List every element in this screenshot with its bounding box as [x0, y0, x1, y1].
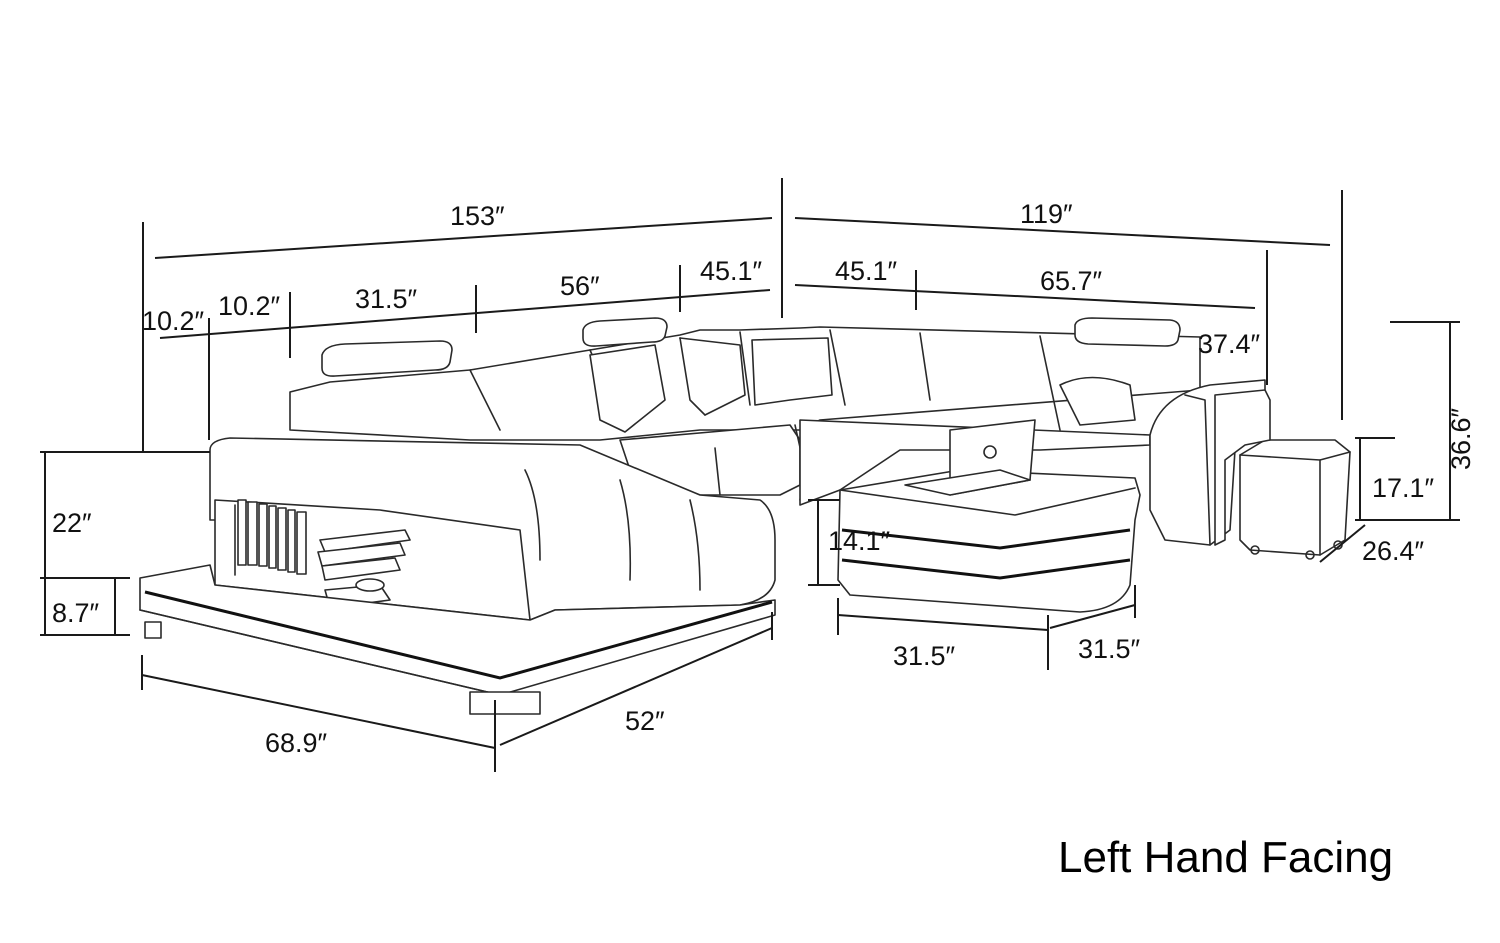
label-back-seg-4: 56″ — [560, 271, 600, 301]
label-table-height: 14.1″ — [828, 526, 891, 556]
label-right-seg-2: 65.7″ — [1040, 266, 1103, 296]
label-base-height: 8.7″ — [52, 598, 100, 628]
label-table-width: 31.5″ — [893, 641, 956, 671]
coffee-table — [837, 419, 1141, 613]
headrest-1 — [321, 340, 453, 377]
books-icon — [237, 499, 411, 609]
label-ottoman-height: 17.1″ — [1372, 473, 1435, 503]
label-chaise-width: 52″ — [625, 706, 665, 736]
label-back-seg-1: 10.2″ — [142, 306, 205, 336]
label-chaise-length: 68.9″ — [265, 728, 328, 758]
label-back-seg-3: 31.5″ — [355, 284, 418, 314]
caption-left-hand-facing: Left Hand Facing — [1058, 833, 1393, 882]
label-right-depth: 37.4″ — [1198, 329, 1261, 359]
label-table-depth: 31.5″ — [1078, 634, 1141, 664]
headrest-2 — [582, 317, 668, 347]
headrest-3 — [1074, 317, 1181, 347]
sofa-sketch — [139, 317, 1351, 715]
label-back-seg-2: 10.2″ — [218, 291, 281, 321]
dimension-labels: 153″ 119″ 10.2″ 10.2″ 31.5″ 56″ 45.1″ 45… — [52, 199, 1476, 758]
label-total-left-width: 153″ — [450, 201, 505, 231]
label-total-right-width: 119″ — [1020, 199, 1073, 229]
ottoman — [1239, 439, 1351, 560]
label-right-seg-1: 45.1″ — [835, 256, 898, 286]
label-overall-height: 36.6″ — [1446, 407, 1476, 470]
dimension-lines — [40, 178, 1460, 772]
label-ottoman-depth: 26.4″ — [1362, 536, 1425, 566]
label-seat-height: 22″ — [52, 508, 92, 538]
label-back-seg-5: 45.1″ — [700, 256, 763, 286]
